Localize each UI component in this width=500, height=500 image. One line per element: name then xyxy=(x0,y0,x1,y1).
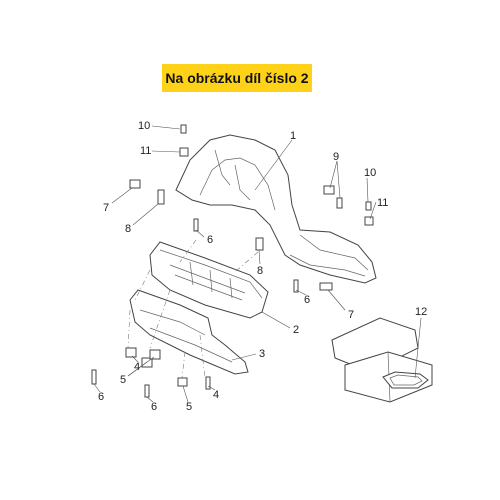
callout-1: 1 xyxy=(290,130,296,142)
callout-8: 8 xyxy=(125,223,131,235)
callout-11: 11 xyxy=(377,197,388,209)
callout-6: 6 xyxy=(151,401,157,413)
callout-9: 9 xyxy=(333,151,339,163)
part-12-box xyxy=(331,317,433,403)
callout-6: 6 xyxy=(304,294,310,306)
callout-2: 2 xyxy=(293,324,299,336)
part-1-upper-cover xyxy=(175,134,377,284)
callout-7: 7 xyxy=(348,309,354,321)
callout-7: 7 xyxy=(103,202,109,214)
callout-12: 12 xyxy=(415,306,427,318)
callout-10: 10 xyxy=(364,167,376,179)
callout-6: 6 xyxy=(98,391,104,403)
callout-11: 11 xyxy=(140,145,151,157)
callout-10: 10 xyxy=(138,120,150,132)
callout-8: 8 xyxy=(257,265,263,277)
callout-6: 6 xyxy=(207,234,213,246)
callout-5: 5 xyxy=(186,401,192,413)
part-number-banner: Na obrázku díl číslo 2 xyxy=(162,64,312,92)
alignment-lines xyxy=(127,239,259,379)
callout-4: 4 xyxy=(134,361,140,373)
callout-labels: 10 11 7 8 6 1 9 10 11 8 6 7 2 3 12 4 5 6… xyxy=(98,120,427,413)
callout-5: 5 xyxy=(120,374,126,386)
leader-lines xyxy=(93,125,422,403)
callout-4: 4 xyxy=(213,389,219,401)
callout-3: 3 xyxy=(259,348,265,360)
part-3-lower-panel xyxy=(129,289,249,375)
